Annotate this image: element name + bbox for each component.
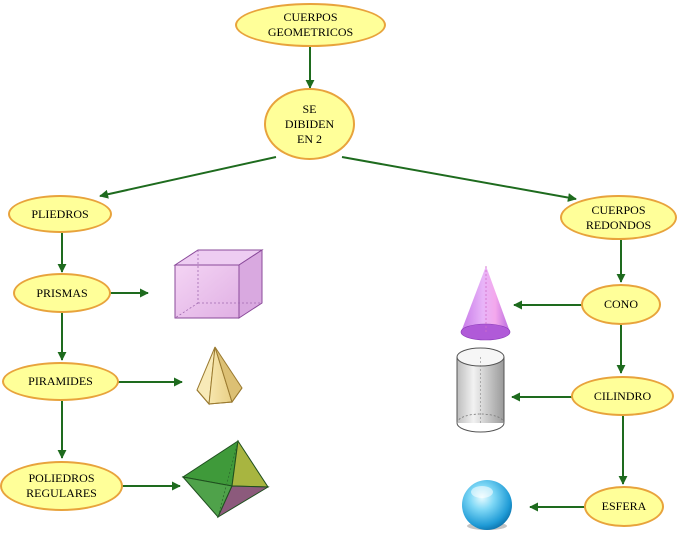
- sphere-icon: [462, 480, 512, 530]
- node-cilindro[interactable]: CILINDRO: [571, 376, 674, 416]
- node-prismas[interactable]: PRISMAS: [13, 273, 111, 313]
- cylinder-icon: [456, 347, 505, 433]
- node-poliedros-regulares[interactable]: POLIEDROS REGULARES: [0, 461, 123, 511]
- cube-icon: [173, 249, 264, 319]
- arrow-dividen-to-redondos: [341, 156, 577, 202]
- node-piramides[interactable]: PIRAMIDES: [2, 362, 119, 401]
- node-poliedros[interactable]: PLIEDROS: [8, 195, 112, 233]
- octahedron-icon: [181, 439, 270, 519]
- node-cono[interactable]: CONO: [581, 284, 661, 325]
- node-cuerpos-geometricos[interactable]: CUERPOS GEOMETRICOS: [235, 3, 386, 47]
- pyramid-icon: [196, 346, 243, 406]
- node-se-dividen[interactable]: SE DIBIDEN EN 2: [264, 88, 355, 160]
- arrow-dividen-to-poliedros: [99, 156, 277, 199]
- node-esfera[interactable]: ESFERA: [584, 486, 664, 527]
- node-cuerpos-redondos[interactable]: CUERPOS REDONDOS: [560, 195, 677, 240]
- cone-icon: [460, 266, 511, 341]
